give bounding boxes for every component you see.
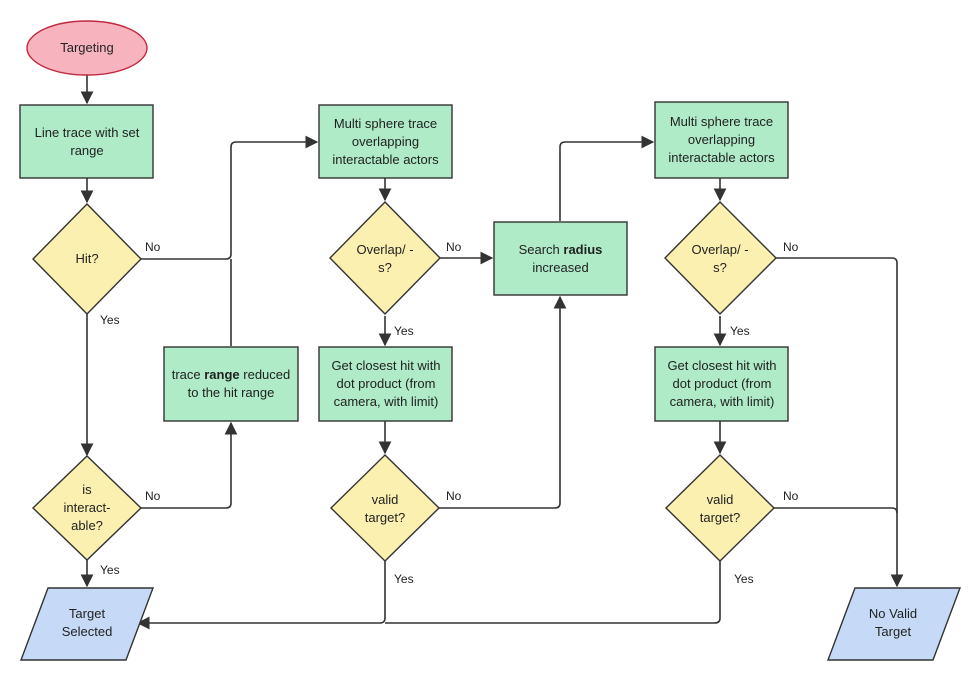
overlap1-yes-label: Yes [394,324,414,338]
edge-overlap2-no [776,257,904,588]
multi-sphere-1-label: Multi sphere trace overlapping interacta… [332,115,439,167]
edge-valid1-no [439,295,567,509]
valid2-no-label: No [783,489,799,503]
edge-valid2-yes [385,561,721,624]
valid1-no-label: No [446,489,462,503]
multi-sphere-2-node [654,101,789,179]
search-radius-label: Search radius increased [500,227,621,290]
line-trace-node [19,104,154,179]
edge-interactable-no [141,421,238,509]
valid-target-2-decision [665,454,775,562]
line-trace-label: Line trace with set range [34,124,140,158]
closest-hit-2-node [654,346,789,422]
multi-sphere-1-node [318,104,453,179]
trace-reduced-text-bold: range [204,367,240,382]
valid-target-1-label: valid target? [364,492,406,525]
target-selected-label: Target Selected [61,606,113,639]
interactable-no-label: No [145,489,161,503]
overlap-2-decision [664,201,777,315]
hit-yes-label: Yes [100,313,120,327]
closest-hit-1-node [318,346,453,422]
hit-label: Hit? [75,251,99,266]
overlap1-no-label: No [446,240,462,254]
overlap-2-label: Overlap/ -s? [691,242,749,275]
target-selected-node [19,587,155,661]
overlap-1-decision [329,201,441,315]
interactable-decision [31,455,143,561]
valid-target-2-label: valid target? [699,492,741,525]
overlap2-no-label: No [783,240,799,254]
valid-target-1-decision [330,454,440,562]
closest-hit-1-label: Get closest hit with dot product (from c… [331,358,441,409]
trace-reduced-text-b: reduced to the hit range [187,367,291,400]
trace-reduced-text-a: trace [171,367,205,382]
no-valid-target-label: No Valid Target [868,606,918,639]
overlap-1-label: Overlap/ -s? [356,242,414,275]
search-radius-node [493,221,628,296]
search-radius-text-a: Search [518,241,564,257]
start-node [26,20,148,76]
interactable-label: is interact-able? [63,482,111,533]
closest-hit-2-label: Get closest hit with dot product (from c… [667,358,777,409]
interactable-yes-label: Yes [100,563,120,577]
edge-valid2-no [774,507,898,514]
hit-decision [32,203,142,315]
trace-reduced-label: trace range reduced to the hit range [166,352,296,416]
valid2-yes-label: Yes [734,572,754,586]
edge-hit-no [141,135,319,260]
trace-reduced-node [163,346,299,422]
no-valid-target-node [826,587,962,661]
search-radius-text-b: increased [532,259,589,275]
valid1-yes-label: Yes [394,572,414,586]
hit-no-label: No [145,240,161,254]
overlap2-yes-label: Yes [730,324,750,338]
edge-valid1-yes [136,561,386,630]
multi-sphere-2-label: Multi sphere trace overlapping interacta… [668,114,775,165]
edge-search-to-multi2 [559,135,655,221]
start-label: Targeting [60,40,114,55]
search-radius-text-bold: radius [563,241,603,257]
